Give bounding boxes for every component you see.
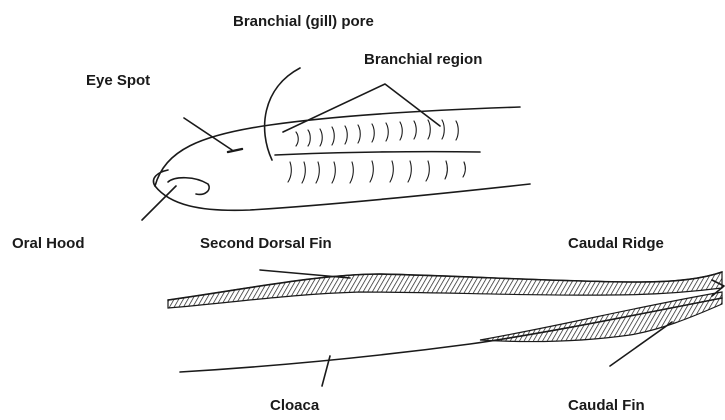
- label-oral-hood: Oral Hood: [12, 236, 85, 251]
- label-branchial-pore: Branchial (gill) pore: [233, 14, 374, 29]
- branchial-midline: [275, 152, 480, 155]
- oral-hood-shape: [168, 178, 209, 195]
- label-branchial-region: Branchial region: [364, 52, 482, 67]
- label-cloaca: Cloaca: [270, 398, 319, 413]
- dorsal-fin-hatch: [168, 272, 722, 308]
- gill-bars-lower: [288, 161, 465, 183]
- caudal-ridge-line: [260, 270, 350, 278]
- label-caudal-ridge: Caudal Ridge: [568, 236, 664, 251]
- label-second-dorsal-fin: Second Dorsal Fin: [200, 236, 332, 251]
- posterior-body: [168, 270, 724, 386]
- anterior-body: [142, 68, 530, 220]
- label-eye-spot: Eye Spot: [86, 73, 150, 88]
- branchial-region-leader: [283, 84, 440, 132]
- label-caudal-fin: Caudal Fin: [568, 398, 645, 413]
- branchial-pore-arc: [265, 68, 300, 160]
- body-outline-top: [155, 107, 520, 186]
- caudal-fin-hatch: [480, 292, 722, 342]
- body-outline-bottom: [155, 184, 530, 210]
- gill-bars-upper: [296, 120, 458, 146]
